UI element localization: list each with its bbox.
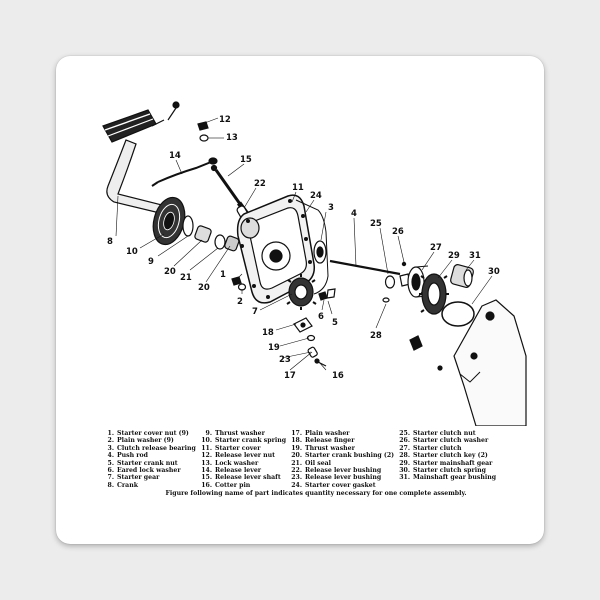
starter-clutch-nut-and-washer <box>384 261 411 289</box>
crank-nut-and-lock-washer <box>318 288 336 301</box>
legend-item: 8.Crank <box>107 481 138 489</box>
legend-item: 27.Starter clutch <box>399 444 462 452</box>
callout-14: 14 <box>169 151 181 161</box>
legend-columns: 1.Starter cover nut (9) 2.Plain washer (… <box>100 430 540 489</box>
legend-item: 16.Cotter pin <box>201 481 251 489</box>
callout-21: 21 <box>180 273 192 283</box>
starter-clutch <box>407 265 429 298</box>
callout-12: 12 <box>219 115 231 125</box>
legend-item: 28.Starter clutch key (2) <box>399 452 488 460</box>
callout-4: 4 <box>351 209 357 219</box>
callout-16: 16 <box>332 371 344 381</box>
sticker-card: 1 2 3 4 5 6 7 8 10 9 11 12 13 14 15 16 1… <box>56 56 544 544</box>
callout-17: 17 <box>284 371 296 381</box>
exploded-parts-diagram: 1 2 3 4 5 6 7 8 10 9 11 12 13 14 15 16 1… <box>102 101 527 426</box>
callout-20: 20 <box>164 267 176 277</box>
callout-13: 13 <box>226 133 238 143</box>
legend-item: 7.Starter gear <box>107 474 160 482</box>
legend-item: 5.Starter crank nut <box>107 459 178 467</box>
callout-18: 18 <box>262 328 274 338</box>
callout-8: 8 <box>107 237 113 247</box>
legend-item: 1.Starter cover nut (9) <box>107 430 189 437</box>
starter-gear <box>286 274 317 310</box>
legend-item: 10.Starter crank spring <box>201 437 287 445</box>
legend-item: 3.Clutch release bearing <box>107 444 196 452</box>
callout-27: 27 <box>430 243 442 253</box>
crank-bushings <box>194 225 240 252</box>
crank-pedal <box>102 101 180 219</box>
legend-footnote: Figure following name of part indicates … <box>165 490 467 498</box>
legend-item: 15.Release lever shaft <box>201 474 281 482</box>
callout-9: 9 <box>148 257 154 267</box>
callout-7: 7 <box>252 307 258 317</box>
callout-3: 3 <box>328 203 334 213</box>
callout-1: 1 <box>220 270 226 280</box>
legend-item: 30.Starter clutch spring <box>399 467 486 475</box>
legend-item: 6.Eared lock washer <box>107 467 181 475</box>
release-finger-assembly <box>293 317 327 367</box>
callout-20-second: 20 <box>198 283 210 293</box>
push-rod <box>329 259 401 276</box>
leader-lines <box>115 117 493 371</box>
callout-25: 25 <box>370 219 382 229</box>
starter-clutch-spring <box>441 301 475 327</box>
callout-2: 2 <box>237 297 243 307</box>
legend-item: 18.Release finger <box>291 437 355 445</box>
starter-mainshaft-gear <box>419 273 449 315</box>
legend-column-2: 9.Thrust washer 10.Starter crank spring … <box>198 430 288 489</box>
callout-29: 29 <box>448 251 460 261</box>
starter-clutch-key <box>382 297 390 303</box>
callout-labels: 1 2 3 4 5 6 7 8 10 9 11 12 13 14 15 16 1… <box>107 115 500 381</box>
legend-item: 11.Starter cover <box>201 444 261 452</box>
starter-cover-gasket <box>295 199 329 295</box>
legend-item: 12.Release lever nut <box>201 452 276 460</box>
callout-26: 26 <box>392 227 404 237</box>
legend-item: 13.Lock washer <box>201 459 259 467</box>
callout-19: 19 <box>268 343 280 353</box>
cover-nut-and-washer <box>231 276 247 291</box>
legend-item: 31.Mainshaft gear bushing <box>399 474 497 482</box>
legend-item: 9.Thrust washer <box>205 430 265 437</box>
callout-6: 6 <box>318 312 324 322</box>
legend-column-4: 25.Starter clutch nut 26.Starter clutch … <box>396 430 526 489</box>
callout-15: 15 <box>240 155 252 165</box>
thrust-washer <box>182 215 194 237</box>
legend-item: 26.Starter clutch washer <box>399 437 489 445</box>
legend-item: 4.Push rod <box>107 452 149 460</box>
lever-nut-and-washer <box>197 121 209 142</box>
legend-item: 23.Release lever bushing <box>291 474 382 482</box>
callout-31: 31 <box>469 251 481 261</box>
legend-column-1: 1.Starter cover nut (9) 2.Plain washer (… <box>100 430 198 489</box>
legend-item: 22.Release lever bushing <box>291 467 382 475</box>
parts-legend: 1.Starter cover nut (9) 2.Plain washer (… <box>100 430 540 498</box>
callout-28: 28 <box>370 331 382 341</box>
transmission-housing <box>409 299 527 426</box>
legend-item: 24.Starter cover gasket <box>291 481 376 489</box>
callout-30: 30 <box>488 267 500 277</box>
legend-item: 20.Starter crank bushing (2) <box>291 452 395 460</box>
legend-item: 14.Release lever <box>201 467 262 475</box>
mainshaft-gear-bushing <box>450 264 474 288</box>
starter-crank-spring <box>152 196 186 246</box>
legend-item: 2.Plain washer (9) <box>107 437 174 445</box>
legend-item: 17.Plain washer <box>291 430 350 437</box>
legend-item: 25.Starter clutch nut <box>399 430 476 437</box>
legend-item: 21.Oil seal <box>291 459 332 467</box>
callout-24: 24 <box>310 191 322 201</box>
callout-10: 10 <box>126 247 138 257</box>
callout-22: 22 <box>254 179 266 189</box>
release-lever <box>151 157 218 187</box>
legend-column-3: 17.Plain washer 18.Release finger 19.Thr… <box>288 430 396 489</box>
legend-item: 19.Thrust washer <box>291 444 355 452</box>
callout-23: 23 <box>279 355 291 365</box>
legend-item: 29.Starter mainshaft gear <box>399 459 493 467</box>
callout-11: 11 <box>292 183 304 193</box>
clutch-release-bearing <box>313 240 327 264</box>
callout-5: 5 <box>332 318 338 328</box>
